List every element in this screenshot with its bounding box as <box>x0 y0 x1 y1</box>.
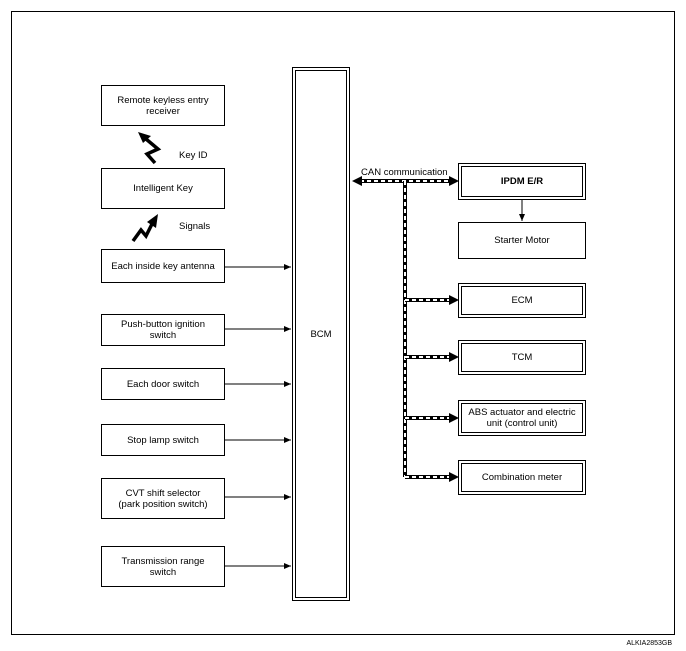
abs-actuator-label: ABS actuator and electric unit (control … <box>468 407 576 429</box>
signals-label: Signals <box>179 221 211 232</box>
abs-actuator-box: ABS actuator and electric unit (control … <box>458 400 586 436</box>
stop-lamp-switch-box: Stop lamp switch <box>101 424 225 456</box>
figure-code: ALKIA2853GB <box>626 640 672 647</box>
remote-keyless-receiver-box: Remote keyless entry receiver <box>101 85 225 126</box>
ipdm-er-label: IPDM E/R <box>500 176 544 187</box>
tcm-label: TCM <box>511 352 533 363</box>
diagram-frame <box>11 11 675 635</box>
starter-motor-label: Starter Motor <box>494 235 550 246</box>
signals-zigzag-arrow <box>131 223 154 243</box>
intelligent-key-box: Intelligent Key <box>101 168 225 209</box>
push-button-ignition-switch-label: Push-button ignition switch <box>121 319 205 341</box>
combination-meter-box: Combination meter <box>458 460 586 495</box>
inside-key-antenna-label: Each inside key antenna <box>111 260 215 272</box>
ecm-box: ECM <box>458 283 586 318</box>
cvt-shift-selector-label: CVT shift selector (park position switch… <box>118 487 208 510</box>
transmission-range-switch-label: Transmission range switch <box>121 555 205 578</box>
ecm-label: ECM <box>511 295 533 306</box>
bcm-box: BCM <box>292 67 350 601</box>
bcm-label: BCM <box>310 328 332 340</box>
ipdm-er-box: IPDM E/R <box>458 163 586 200</box>
push-button-ignition-switch-box: Push-button ignition switch <box>101 314 225 346</box>
cvt-shift-selector-box: CVT shift selector (park position switch… <box>101 478 225 519</box>
can-bus <box>352 176 459 482</box>
door-switch-box: Each door switch <box>101 368 225 400</box>
starter-motor-box: Starter Motor <box>458 222 586 259</box>
can-communication-label: CAN communication <box>361 167 448 178</box>
door-switch-label: Each door switch <box>126 378 200 390</box>
key-id-zigzag-arrowhead <box>138 132 151 143</box>
key-id-label: Key ID <box>179 150 208 161</box>
remote-keyless-receiver-label: Remote keyless entry receiver <box>117 94 209 117</box>
transmission-range-switch-box: Transmission range switch <box>101 546 225 587</box>
signals-zigzag-arrowhead <box>147 214 158 228</box>
key-id-zigzag-arrow <box>144 137 162 165</box>
intelligent-key-label: Intelligent Key <box>133 183 193 194</box>
stop-lamp-switch-label: Stop lamp switch <box>127 434 199 446</box>
inside-key-antenna-box: Each inside key antenna <box>101 249 225 283</box>
combination-meter-label: Combination meter <box>481 472 563 483</box>
tcm-box: TCM <box>458 340 586 375</box>
